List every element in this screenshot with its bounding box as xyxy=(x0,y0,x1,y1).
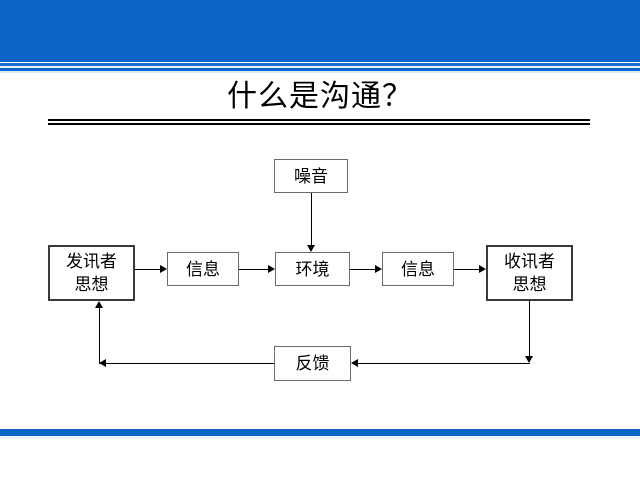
edge-noise-to-env-line xyxy=(311,193,312,245)
edge-msg1-to-env-line xyxy=(239,269,268,270)
header-rule-light-bottom xyxy=(0,71,640,73)
edge-rail-right-line xyxy=(358,363,530,364)
edge-rail-left-line xyxy=(99,363,274,364)
header-rule-secondary xyxy=(0,68,640,71)
edge-rail-right-arrowhead xyxy=(351,359,358,367)
edge-sender-to-msg1-line xyxy=(135,269,160,270)
node-feedback[interactable]: 反馈 xyxy=(274,346,351,381)
node-message-2[interactable]: 信息 xyxy=(382,252,454,286)
edge-receiver-to-feedback-vline xyxy=(529,301,530,356)
edge-feedback-to-sender-vline xyxy=(99,308,100,363)
node-message-1[interactable]: 信息 xyxy=(167,252,239,286)
footer-rule-light xyxy=(0,437,640,439)
title-underline-top xyxy=(48,119,590,121)
header-accent-band xyxy=(0,0,640,62)
edge-feedback-to-sender-arrowhead xyxy=(95,301,103,308)
edge-receiver-to-feedback-arrowhead xyxy=(525,356,533,363)
header-rule-light xyxy=(0,66,640,68)
header-rule-primary xyxy=(0,63,640,66)
edge-sender-to-msg1-arrowhead xyxy=(160,265,167,273)
node-noise[interactable]: 噪音 xyxy=(274,159,348,193)
footer-accent-band xyxy=(0,429,640,436)
edge-rail-left-arrowhead xyxy=(99,359,106,367)
edge-msg2-to-receiver-arrowhead xyxy=(479,265,486,273)
page-title: 什么是沟通？ xyxy=(227,80,413,113)
edge-msg1-to-env-arrowhead xyxy=(268,265,275,273)
edge-noise-to-env-arrowhead xyxy=(307,245,315,252)
edge-env-to-msg2-arrowhead xyxy=(375,265,382,273)
edge-env-to-msg2-line xyxy=(350,269,375,270)
edge-msg2-to-receiver-line xyxy=(454,269,479,270)
node-environment[interactable]: 环境 xyxy=(275,252,350,286)
node-receiver[interactable]: 收讯者 思想 xyxy=(486,245,573,301)
title-underline-bottom xyxy=(48,123,590,125)
node-sender[interactable]: 发讯者 思想 xyxy=(48,245,135,301)
title-underline-gap xyxy=(48,121,590,123)
